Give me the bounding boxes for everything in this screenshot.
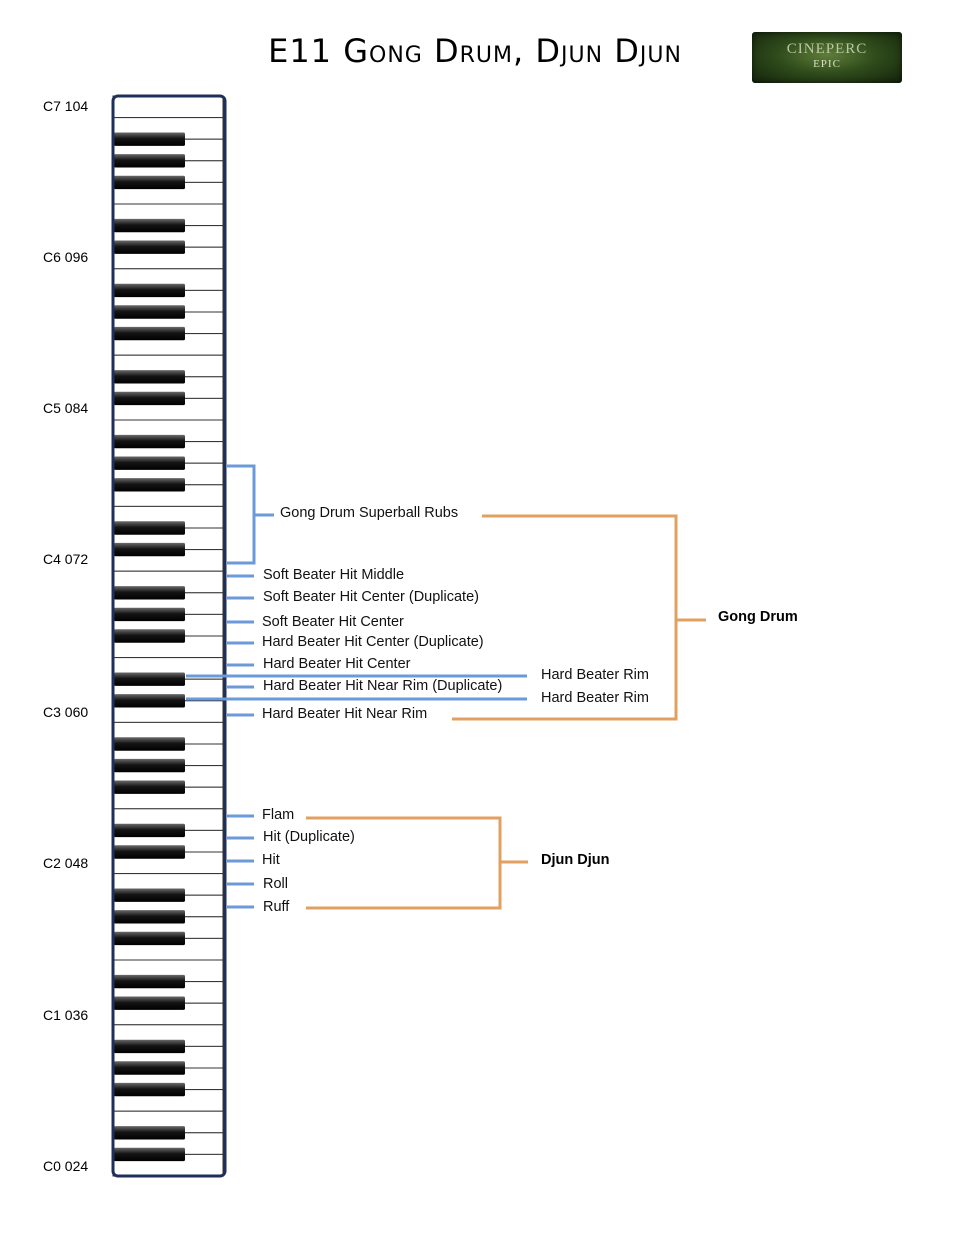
page-title: E11 Gong Drum, Djun Djun — [268, 32, 682, 70]
black-key — [114, 240, 185, 254]
octave-label-c2: C2 048 — [43, 855, 89, 871]
black-key — [114, 521, 185, 535]
black-key — [114, 931, 185, 946]
keyboard-frame — [111, 94, 227, 1178]
group-brackets-orange — [306, 514, 706, 910]
black-key — [114, 434, 185, 449]
label-hard-hit-center-dup: Hard Beater Hit Center (Duplicate) — [262, 634, 484, 650]
black-key — [114, 694, 185, 708]
black-keys — [114, 132, 185, 1162]
label-hit: Hit — [262, 852, 280, 868]
label-soft-hit-center: Soft Beater Hit Center — [262, 614, 404, 630]
label-flam: Flam — [262, 807, 295, 823]
gong-drum-bracket — [452, 514, 678, 721]
black-key — [114, 391, 185, 406]
black-key — [114, 1147, 185, 1162]
black-key — [114, 456, 185, 470]
black-key — [114, 175, 185, 190]
black-key — [114, 629, 185, 643]
cineperc-epic-logo: CINEPERC EPIC — [752, 32, 902, 83]
black-key — [114, 1126, 185, 1140]
black-key — [114, 845, 185, 859]
black-key — [114, 996, 185, 1010]
logo-line1: CINEPERC — [786, 41, 868, 57]
label-superball-rubs: Gong Drum Superball Rubs — [280, 505, 459, 521]
octave-label-c4: C4 072 — [43, 551, 89, 567]
black-key — [114, 888, 185, 902]
black-key — [114, 478, 185, 492]
label-hit-dup: Hit (Duplicate) — [263, 829, 355, 845]
black-key — [114, 1061, 185, 1075]
label-hard-near-rim-dup: Hard Beater Hit Near Rim (Duplicate) — [263, 678, 503, 694]
black-key — [114, 542, 185, 557]
label-soft-hit-middle: Soft Beater Hit Middle — [263, 567, 405, 583]
black-key — [114, 283, 185, 298]
label-hard-rim-2: Hard Beater Rim — [541, 690, 649, 706]
mapping-lines-blue — [186, 464, 527, 909]
black-key — [114, 154, 185, 168]
octave-label-c1: C1 036 — [43, 1007, 89, 1023]
octave-label-c7: C7 104 — [43, 98, 89, 114]
black-key — [114, 586, 185, 600]
black-key — [114, 132, 185, 146]
group-label-djun-djun: Djun Djun — [541, 852, 610, 868]
superball-range-bracket — [227, 464, 256, 565]
label-hard-hit-center: Hard Beater Hit Center — [263, 656, 411, 672]
black-key — [114, 823, 185, 838]
black-key — [114, 370, 185, 384]
black-key — [114, 737, 185, 751]
black-key — [114, 1082, 185, 1097]
octave-label-c5: C5 084 — [43, 400, 89, 416]
label-soft-hit-center-dup: Soft Beater Hit Center (Duplicate) — [263, 589, 479, 605]
black-key — [114, 780, 185, 794]
octave-label-c6: C6 096 — [43, 249, 89, 265]
label-hard-near-rim: Hard Beater Hit Near Rim — [262, 706, 428, 722]
group-label-gong-drum: Gong Drum — [718, 609, 798, 625]
octave-label-c0: C0 024 — [43, 1158, 89, 1174]
black-key — [114, 910, 185, 924]
label-hard-rim-1: Hard Beater Rim — [541, 667, 649, 683]
black-key — [114, 672, 185, 686]
logo-line2: EPIC — [813, 58, 841, 70]
black-key — [114, 974, 185, 989]
label-roll: Roll — [263, 876, 288, 892]
black-key — [114, 305, 185, 319]
black-key — [114, 1039, 185, 1054]
black-key — [114, 326, 185, 341]
black-key — [114, 607, 185, 622]
white-key — [112, 95, 224, 119]
label-ruff: Ruff — [263, 899, 290, 915]
black-key — [114, 758, 185, 773]
octave-label-c3: C3 060 — [43, 704, 89, 720]
black-key — [114, 218, 185, 233]
